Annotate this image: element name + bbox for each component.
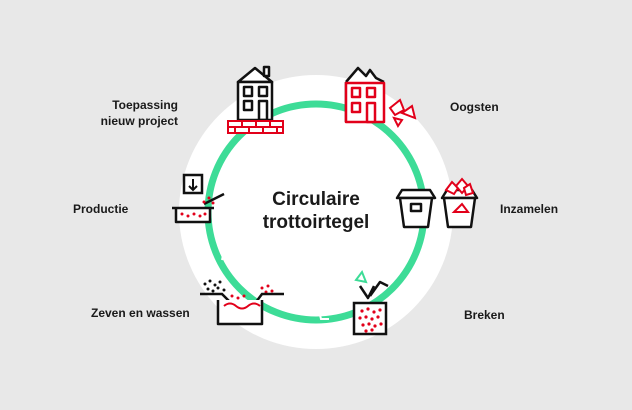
center-title-line1: Circulaire: [272, 189, 360, 210]
center-title: Circulaire trottoirtegel: [250, 188, 382, 234]
demolished-house-facade: [344, 81, 386, 124]
center-title-line2: trottoirtegel: [262, 212, 370, 233]
background-disc: [179, 75, 453, 349]
press-mold-icon: [172, 173, 225, 224]
label-oogsten: Oogsten: [450, 100, 499, 114]
rubble-pieces-icon: [388, 98, 417, 128]
label-toepassing-line1: Toepassing: [112, 98, 178, 112]
sieve-wash-icon: [200, 279, 284, 326]
label-toepassing-line2: nieuw project: [100, 114, 178, 128]
label-productie: Productie: [73, 202, 129, 216]
label-breken: Breken: [464, 308, 505, 322]
new-house-icon: [236, 65, 274, 122]
cycle-arrows: [221, 155, 412, 320]
brick-base-icon: [227, 120, 284, 134]
label-toepassing: Toepassing nieuw project: [98, 97, 178, 129]
collection-bins-icon: [395, 177, 479, 229]
label-zeven-en-wassen: Zeven en wassen: [91, 306, 190, 320]
label-inzamelen: Inzamelen: [500, 202, 559, 216]
crusher-icon: [352, 269, 389, 336]
